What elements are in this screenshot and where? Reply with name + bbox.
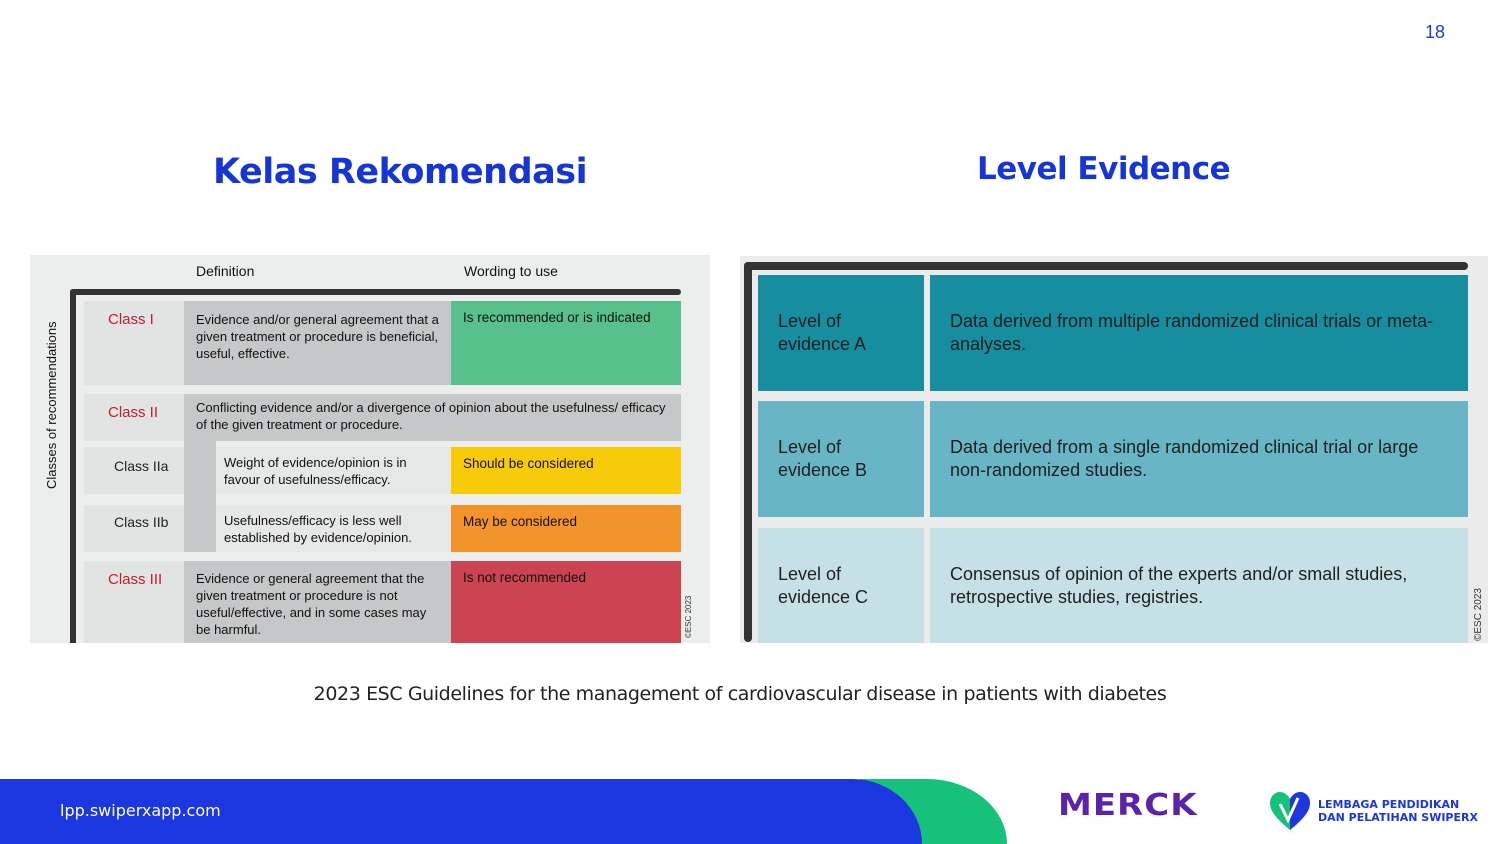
- recommendation-classes-table: Definition Wording to use Classes of rec…: [30, 255, 710, 643]
- class-wording: May be considered: [451, 505, 681, 552]
- footer-bar: [0, 779, 922, 844]
- class-wording: Is not recommended: [451, 561, 681, 643]
- evidence-description-a: Data derived from multiple randomized cl…: [930, 275, 1468, 391]
- lpp-logo-line-1: LEMBAGA PENDIDIKAN: [1318, 798, 1460, 811]
- class-label: Class I: [108, 311, 154, 328]
- class-label: Class III: [108, 571, 163, 588]
- level-of-evidence-table: Level of evidence A Data derived from mu…: [740, 256, 1488, 643]
- copyright-label: ©ESC 2023: [684, 595, 693, 638]
- merck-logo-text: MERCK: [1058, 787, 1198, 823]
- class-label: Class II: [108, 404, 159, 421]
- evidence-level-a: Level of evidence A: [758, 275, 924, 391]
- table-top-rule: [70, 289, 681, 295]
- table-row-class-2b: Class IIb Usefulness/efficacy is less we…: [84, 505, 681, 552]
- source-citation: 2023 ESC Guidelines for the management o…: [313, 683, 1167, 705]
- evidence-level-c: Level of evidence C: [758, 528, 924, 643]
- column-header-wording: Wording to use: [464, 263, 558, 279]
- heart-icon: [1270, 792, 1310, 830]
- heading-level-of-evidence: Level Evidence: [977, 151, 1231, 187]
- class-label: Class IIa: [114, 458, 169, 474]
- side-label: Classes of recommendations: [44, 321, 59, 489]
- column-header-definition: Definition: [196, 263, 255, 279]
- class-definition: Evidence or general agreement that the g…: [184, 561, 451, 643]
- footer-url-link[interactable]: lpp.swiperxapp.com: [60, 801, 221, 820]
- class-definition: Evidence and/or general agreement that a…: [184, 301, 451, 385]
- merck-logo: MERCK: [1058, 788, 1198, 822]
- evidence-level-b: Level of evidence B: [758, 401, 924, 517]
- class-definition: Usefulness/efficacy is less well establi…: [216, 505, 451, 552]
- table-row-class-1: Class I Evidence and/or general agreemen…: [84, 301, 681, 385]
- class-wording: Is recommended or is indicated: [451, 301, 681, 385]
- table-row-class-3: Class III Evidence or general agreement …: [84, 561, 681, 643]
- class-definition: Conflicting evidence and/or a divergence…: [184, 394, 681, 441]
- copyright-label: ©ESC 2023: [1473, 588, 1484, 641]
- heading-class-of-recommendation: Kelas Rekomendasi: [213, 152, 588, 192]
- class-label: Class IIb: [114, 514, 169, 530]
- table-row-class-2a: Class IIa Weight of evidence/opinion is …: [84, 447, 681, 494]
- table-side-rule: [70, 289, 76, 643]
- lpp-swiperx-logo: LEMBAGA PENDIDIKAN DAN PELATIHAN SWIPERX: [1268, 790, 1478, 832]
- lpp-logo-line-2: DAN PELATIHAN SWIPERX: [1318, 811, 1478, 824]
- table-row-class-2: Class II Conflicting evidence and/or a d…: [84, 394, 681, 441]
- class-definition: Weight of evidence/opinion is in favour …: [216, 447, 451, 494]
- table-top-rule: [744, 262, 1468, 270]
- table-side-rule: [744, 262, 752, 642]
- page-number: 18: [1424, 22, 1445, 42]
- subclass-connector: [184, 441, 216, 552]
- evidence-description-c: Consensus of opinion of the experts and/…: [930, 528, 1468, 643]
- evidence-description-b: Data derived from a single randomized cl…: [930, 401, 1468, 517]
- class-wording: Should be considered: [451, 447, 681, 494]
